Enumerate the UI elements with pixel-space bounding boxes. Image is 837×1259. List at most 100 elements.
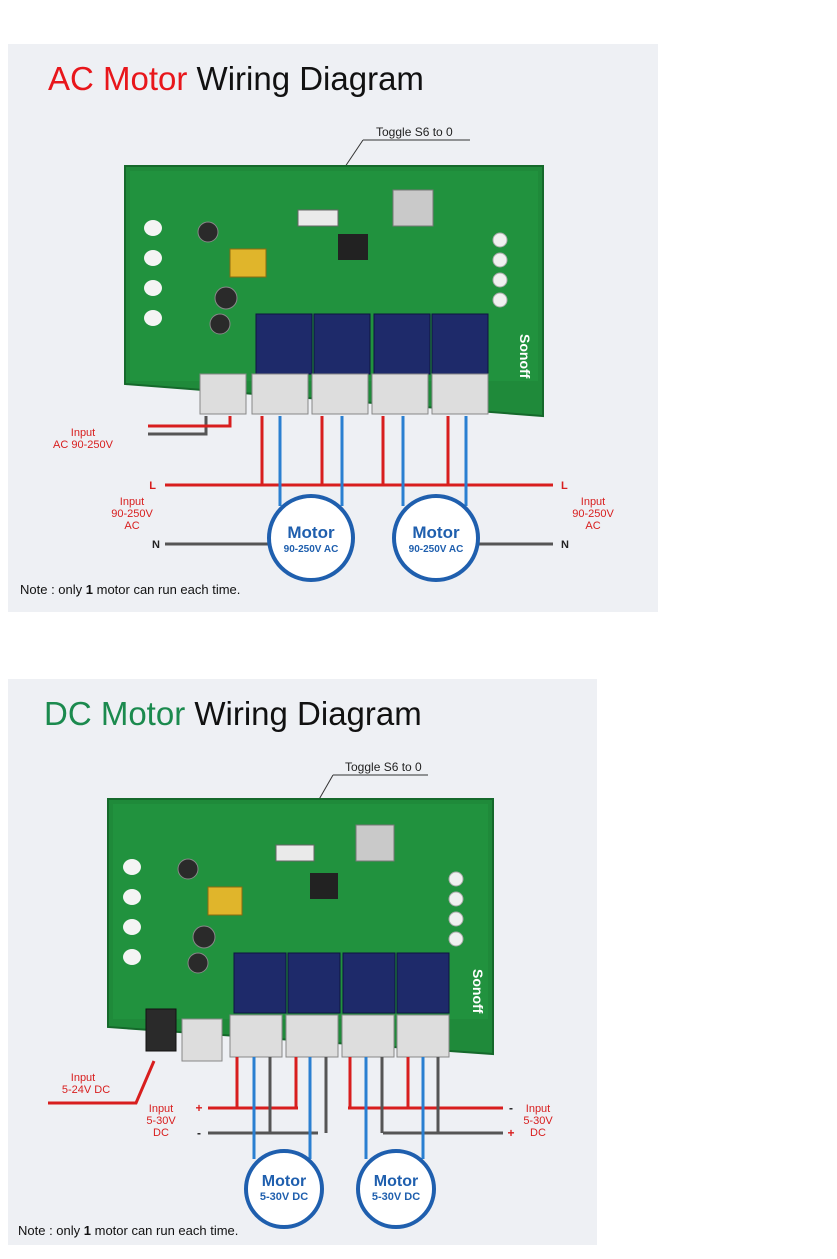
ac-relay-4 xyxy=(431,313,489,375)
dc-capacitor-3 xyxy=(177,858,199,880)
ac-terminal-4 xyxy=(431,373,489,415)
dc-relay-4 xyxy=(396,952,450,1014)
dc-relay-1 xyxy=(233,952,287,1014)
dc-motor-2-spec: 5-30V DC xyxy=(372,1191,420,1203)
ac-button-3 xyxy=(144,280,162,296)
dc-input-mid-left-3: DC xyxy=(153,1127,169,1139)
ac-input-left-line1: Input xyxy=(71,427,95,439)
ac-capacitor-2 xyxy=(209,313,231,335)
ac-capacitor-1 xyxy=(214,286,238,310)
dc-title: DC Motor Wiring Diagram xyxy=(44,695,422,733)
ac-pcb-board: Sonoff xyxy=(124,165,544,418)
dc-button-1 xyxy=(123,859,141,875)
ac-relay-1 xyxy=(255,313,313,375)
dc-terminal-2 xyxy=(285,1014,339,1058)
ac-input-live-wire xyxy=(148,416,232,428)
dc-terminal-1 xyxy=(229,1014,283,1058)
ac-motor-2: Motor 90-250V AC xyxy=(392,494,480,582)
dc-capacitor-2 xyxy=(187,952,209,974)
dc-input-wire xyxy=(48,1060,156,1105)
ac-terminal-3 xyxy=(371,373,429,415)
dc-wifi-module xyxy=(355,824,395,862)
dc-diagram-panel: DC Motor Wiring Diagram Toggle S6 to 0 xyxy=(8,679,597,1245)
dc-relay-2 xyxy=(287,952,341,1014)
ac-input-right-3: AC xyxy=(585,520,600,532)
dc-note-prefix: Note : only xyxy=(18,1223,84,1238)
dc-note: Note : only 1 motor can run each time. xyxy=(18,1223,238,1238)
ac-led-3 xyxy=(492,272,508,288)
dc-terminal-3 xyxy=(341,1014,395,1058)
ac-wiring-svg: Toggle S6 to 0 xyxy=(53,125,614,582)
dc-motor-2: Motor 5-30V DC xyxy=(356,1149,436,1229)
dc-pcb-board: Sonoff xyxy=(107,798,494,1062)
dc-minus-label-right: - xyxy=(509,1101,513,1115)
ac-toggle-label: Toggle S6 to 0 xyxy=(376,125,453,139)
ac-brand-logo: Sonoff xyxy=(517,334,533,379)
ac-motor-2-spec: 90-250V AC xyxy=(409,544,464,555)
ac-led-4 xyxy=(492,292,508,308)
dc-input-mid-left-2: 5-30V xyxy=(146,1115,176,1127)
ac-n-label-right: N xyxy=(561,539,569,551)
ac-relay-3 xyxy=(373,313,431,375)
ac-input-mid-left-1: Input xyxy=(120,496,144,508)
dc-plus-label-right: + xyxy=(507,1126,514,1140)
ac-note-suffix: motor can run each time. xyxy=(93,582,241,597)
ac-button-1 xyxy=(144,220,162,236)
ac-note-prefix: Note : only xyxy=(20,582,86,597)
ac-dip-switch xyxy=(297,209,339,227)
dc-motor-1: Motor 5-30V DC xyxy=(244,1149,324,1229)
ac-title-highlight: AC Motor xyxy=(48,60,188,97)
dc-mcu-chip xyxy=(310,873,338,899)
ac-capacitor-3 xyxy=(197,221,219,243)
dc-led-3 xyxy=(448,911,464,927)
dc-input-left-line1: Input xyxy=(71,1072,95,1084)
dc-input-right-3: DC xyxy=(530,1127,546,1139)
ac-terminal-input xyxy=(199,373,247,415)
dc-led-4 xyxy=(448,931,464,947)
dc-power-jack xyxy=(145,1008,177,1052)
dc-input-left-line2: 5-24V DC xyxy=(62,1084,110,1096)
ac-note: Note : only 1 motor can run each time. xyxy=(20,582,240,597)
ac-diagram-panel: AC Motor Wiring Diagram Toggle S6 to 0 xyxy=(8,44,658,612)
dc-capacitor-1 xyxy=(192,925,216,949)
ac-input-right-1: Input xyxy=(581,496,605,508)
ac-relay-2 xyxy=(313,313,371,375)
ac-n-label-left: N xyxy=(152,539,160,551)
ac-wifi-module xyxy=(392,189,434,227)
dc-transformer xyxy=(207,886,243,916)
ac-input-right-2: 90-250V xyxy=(572,508,614,520)
dc-led-1 xyxy=(448,871,464,887)
ac-l-label-right: L xyxy=(561,480,568,492)
ac-input-mid-left-2: 90-250V xyxy=(111,508,153,520)
dc-led-2 xyxy=(448,891,464,907)
dc-note-bold: 1 xyxy=(83,1223,91,1238)
dc-button-2 xyxy=(123,889,141,905)
ac-title: AC Motor Wiring Diagram xyxy=(48,60,424,98)
ac-motor-1: Motor 90-250V AC xyxy=(267,494,355,582)
dc-button-4 xyxy=(123,949,141,965)
ac-motor-1-spec: 90-250V AC xyxy=(284,544,339,555)
ac-motor-2-name: Motor xyxy=(412,523,460,542)
dc-terminal-4 xyxy=(396,1014,450,1058)
dc-button-3 xyxy=(123,919,141,935)
ac-motor-1-name: Motor xyxy=(287,523,335,542)
dc-dip-switch xyxy=(275,844,315,862)
ac-led-1 xyxy=(492,232,508,248)
dc-motor-1-spec: 5-30V DC xyxy=(260,1191,308,1203)
dc-motor-1-name: Motor xyxy=(262,1173,306,1190)
dc-minus-label-left: - xyxy=(197,1126,201,1140)
ac-button-4 xyxy=(144,310,162,326)
ac-input-left-line2: AC 90-250V xyxy=(53,439,114,451)
dc-toggle-label: Toggle S6 to 0 xyxy=(345,760,422,774)
dc-input-right-1: Input xyxy=(526,1103,550,1115)
dc-title-rest: Wiring Diagram xyxy=(185,695,422,732)
dc-plus-label-left: + xyxy=(195,1101,202,1115)
ac-title-rest: Wiring Diagram xyxy=(187,60,424,97)
dc-terminal-input xyxy=(181,1018,223,1062)
dc-note-suffix: motor can run each time. xyxy=(91,1223,239,1238)
ac-led-2 xyxy=(492,252,508,268)
ac-mcu-chip xyxy=(338,234,368,260)
ac-input-neutral-wire xyxy=(148,416,208,436)
dc-brand-logo: Sonoff xyxy=(470,969,486,1014)
dc-relay-3 xyxy=(342,952,396,1014)
